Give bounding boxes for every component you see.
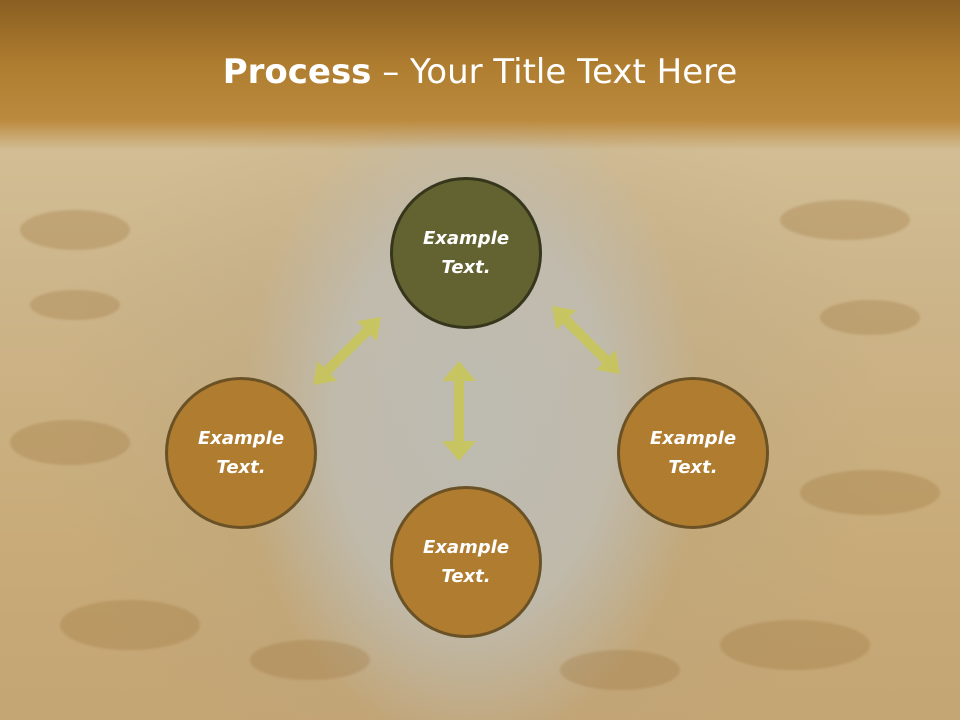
- texture-spot: [10, 420, 130, 465]
- node-text-line2: Text.: [441, 257, 491, 278]
- texture-spot: [820, 300, 920, 335]
- texture-spot: [250, 640, 370, 680]
- node-text-line1: Example: [422, 228, 510, 249]
- texture-spot: [560, 650, 680, 690]
- node-text-line2: Text.: [441, 566, 491, 587]
- texture-spot: [780, 200, 910, 240]
- process-node-top: Example Text.: [390, 177, 542, 329]
- double-arrow-vertical: [442, 361, 476, 461]
- texture-spot: [30, 290, 120, 320]
- double-arrow-left: [313, 317, 381, 385]
- process-node-bottom: Example Text.: [390, 486, 542, 638]
- double-arrow-right: [552, 306, 620, 374]
- node-text-line1: Example: [197, 428, 285, 449]
- texture-spot: [60, 600, 200, 650]
- node-text-line1: Example: [422, 537, 510, 558]
- title-bar: [0, 0, 960, 150]
- texture-spot: [20, 210, 130, 250]
- texture-spot: [720, 620, 870, 670]
- node-text-line2: Text.: [668, 457, 718, 478]
- process-node-right: Example Text.: [617, 377, 769, 529]
- node-text-line2: Text.: [216, 457, 266, 478]
- title-bold: Process: [222, 52, 372, 92]
- slide-title: Process – Your Title Text Here: [0, 52, 960, 92]
- process-node-left: Example Text.: [165, 377, 317, 529]
- node-text-line1: Example: [649, 428, 737, 449]
- title-rest: – Your Title Text Here: [371, 52, 738, 92]
- texture-spot: [800, 470, 940, 515]
